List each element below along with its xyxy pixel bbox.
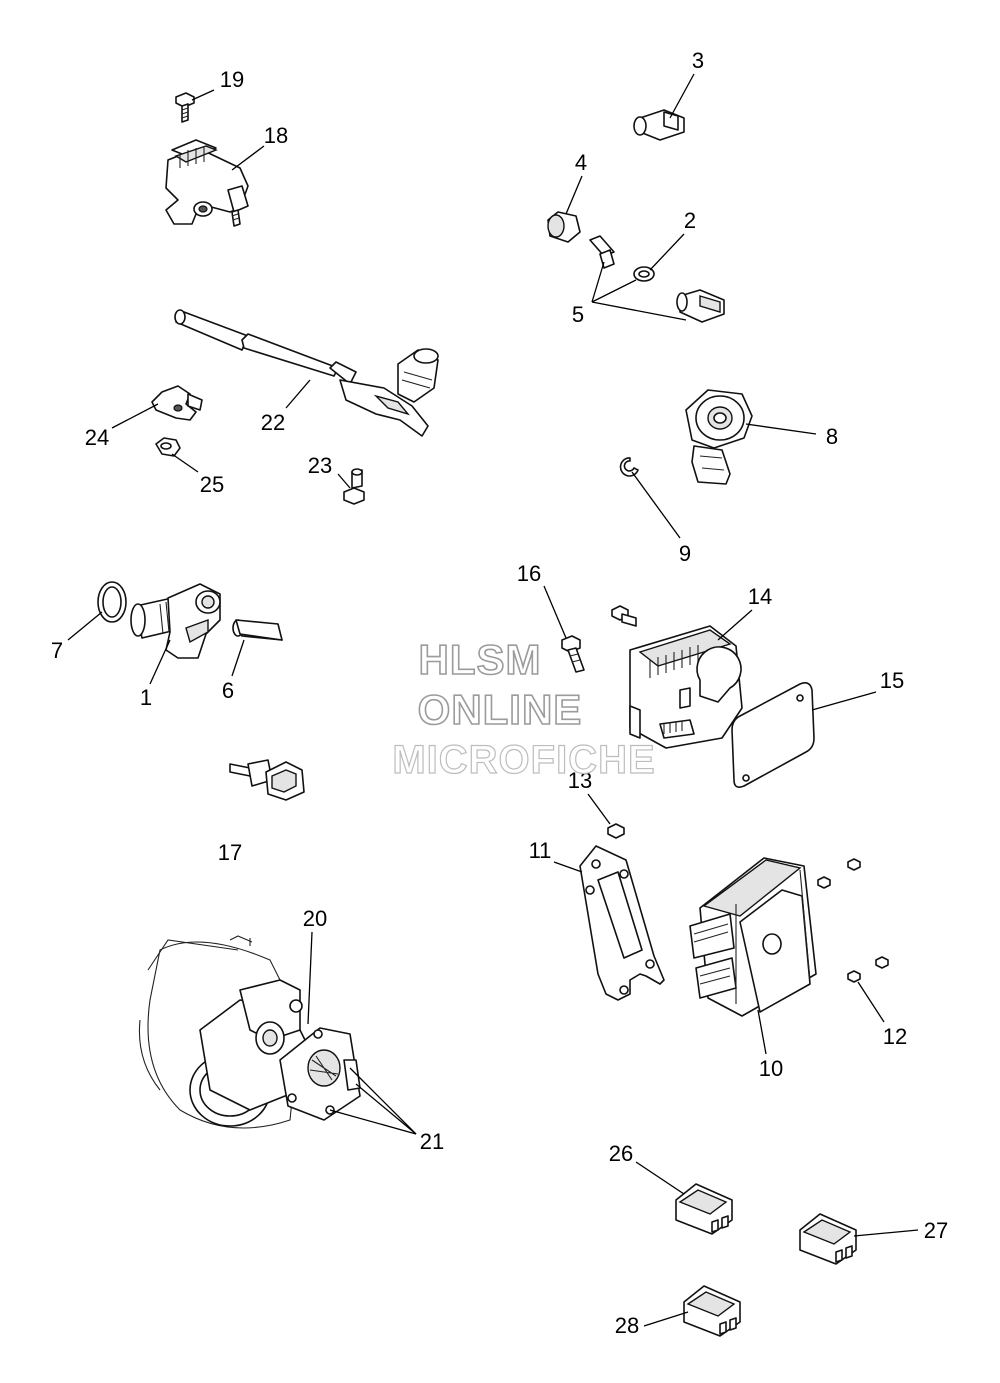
callout-14: 14 <box>748 584 772 609</box>
callout-28: 28 <box>615 1313 639 1338</box>
callout-12: 12 <box>883 1024 907 1049</box>
callout-20: 20 <box>303 906 327 931</box>
part-8-knock-sensor <box>685 389 753 485</box>
callout-27: 27 <box>924 1218 948 1243</box>
part-14-control-housing <box>629 625 743 749</box>
part-27-switch <box>799 1213 857 1265</box>
callout-25: 25 <box>200 472 224 497</box>
callout-15: 15 <box>880 668 904 693</box>
part-26-switch <box>675 1183 733 1235</box>
part-25-nut <box>155 437 181 457</box>
part-5-assembly <box>589 235 725 323</box>
part-6-sleeve <box>232 619 283 641</box>
watermark-line-1: HLSM <box>418 635 542 684</box>
part-9-retaining-ring <box>619 457 639 477</box>
callout-7: 7 <box>51 638 63 663</box>
part-13-screw <box>607 823 625 839</box>
callout-labels: 1234567891011121314151617181920212223242… <box>51 48 948 1338</box>
callout-6: 6 <box>222 678 234 703</box>
part-11-bracket <box>579 845 665 1001</box>
part-16-bolt <box>561 635 585 673</box>
callout-5: 5 <box>572 302 584 327</box>
part-18-pressure-sensor <box>165 139 249 227</box>
part-12-screws <box>817 858 889 983</box>
part-23-bolt <box>343 468 365 505</box>
watermark-line-2: ONLINE <box>417 685 583 734</box>
part-1-cam-sensor <box>130 583 221 659</box>
callout-1: 1 <box>140 685 152 710</box>
part-10-ecu <box>689 857 817 1017</box>
callout-22: 22 <box>261 410 285 435</box>
part-3-plug <box>633 109 685 141</box>
callout-3: 3 <box>692 48 704 73</box>
part-28-switch <box>683 1285 741 1337</box>
part-7-o-ring <box>97 581 127 623</box>
part-14-screw <box>611 605 637 627</box>
callout-17: 17 <box>218 840 242 865</box>
callout-16: 16 <box>517 561 541 586</box>
part-15-gasket <box>731 682 815 788</box>
part-20-throttle-body <box>138 935 361 1129</box>
callout-9: 9 <box>679 541 691 566</box>
part-17-temp-sensor <box>229 759 305 801</box>
part-4-cap <box>547 211 581 243</box>
leader-lines <box>67 73 919 1327</box>
callout-4: 4 <box>575 150 587 175</box>
callout-10: 10 <box>759 1056 783 1081</box>
callout-23: 23 <box>308 453 332 478</box>
part-19-bolt <box>175 92 195 123</box>
callout-24: 24 <box>85 425 109 450</box>
part-24-clip <box>151 385 203 421</box>
callout-2: 2 <box>684 208 696 233</box>
callout-26: 26 <box>609 1141 633 1166</box>
callout-8: 8 <box>826 424 838 449</box>
callout-21: 21 <box>420 1129 444 1154</box>
callout-13: 13 <box>568 768 592 793</box>
watermark-line-3: MICROFICHE <box>392 737 656 782</box>
part-22-speed-sensor <box>174 309 439 437</box>
callout-18: 18 <box>264 123 288 148</box>
callout-11: 11 <box>529 838 552 863</box>
callout-19: 19 <box>220 67 244 92</box>
